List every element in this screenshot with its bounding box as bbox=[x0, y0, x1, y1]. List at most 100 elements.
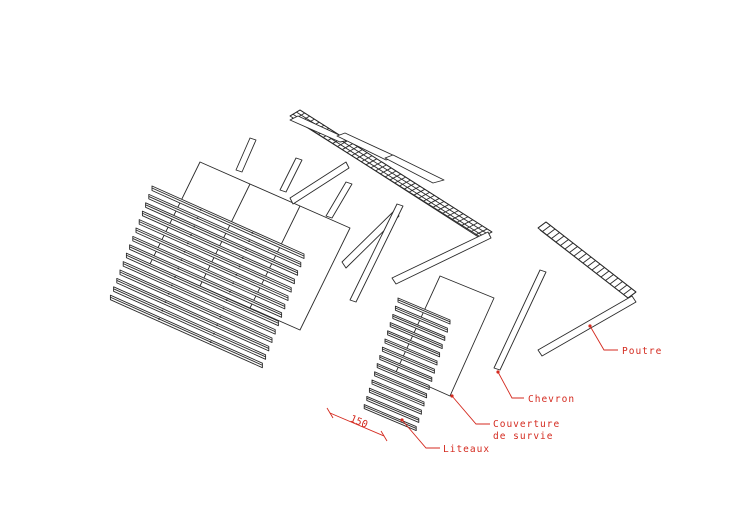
batten-screw bbox=[196, 217, 199, 220]
label-chevron: Chevron bbox=[528, 394, 575, 405]
center-slat bbox=[432, 201, 445, 208]
single-batten-edge bbox=[397, 299, 451, 323]
center-slat bbox=[451, 213, 464, 221]
batten-screw bbox=[186, 242, 189, 245]
right-truss bbox=[493, 221, 637, 371]
center-slat bbox=[370, 161, 382, 169]
batten-screw bbox=[225, 299, 228, 301]
single-batten-edge bbox=[364, 405, 417, 429]
center-slat bbox=[460, 219, 474, 227]
left-batten-edge bbox=[116, 280, 269, 349]
left-batten-edge bbox=[129, 246, 282, 316]
batten-screw bbox=[245, 248, 247, 251]
batten-screw bbox=[229, 290, 231, 293]
right-slat bbox=[614, 281, 623, 288]
right-slat bbox=[555, 235, 565, 243]
center-slat bbox=[375, 164, 387, 172]
single-batten-edge bbox=[384, 340, 438, 364]
single-batten-edge bbox=[395, 307, 448, 331]
single-batten-edge bbox=[366, 397, 419, 421]
center-slat bbox=[380, 167, 392, 175]
center-slat bbox=[394, 176, 406, 184]
batten-screw bbox=[199, 208, 202, 211]
right-slat bbox=[609, 277, 619, 285]
right-slat bbox=[569, 246, 578, 253]
right-slat bbox=[573, 249, 583, 257]
center-slat bbox=[346, 146, 358, 153]
single-batten-edge bbox=[377, 364, 430, 388]
center-slat bbox=[289, 109, 301, 117]
batten-screw bbox=[170, 284, 173, 287]
center-slat bbox=[475, 228, 488, 236]
left-batten-edge bbox=[113, 288, 266, 358]
center-slat bbox=[337, 140, 349, 147]
batten-screw bbox=[238, 265, 241, 268]
left-batten-edge bbox=[126, 254, 279, 324]
batten-screw bbox=[222, 307, 225, 310]
right-slat bbox=[591, 263, 601, 271]
right-slat bbox=[578, 253, 587, 260]
center-slat bbox=[418, 191, 430, 199]
batten-screw bbox=[235, 273, 238, 276]
left-batten-edge bbox=[142, 212, 295, 282]
batten-screw bbox=[213, 332, 215, 335]
right-slat bbox=[587, 260, 596, 267]
batten-screw bbox=[248, 240, 251, 243]
single-batten-edge bbox=[382, 348, 435, 372]
center-truss-frame bbox=[235, 109, 493, 303]
left-batten-edge bbox=[139, 221, 292, 291]
center-slat bbox=[389, 173, 402, 181]
center-slat bbox=[384, 170, 397, 178]
center-slat bbox=[427, 198, 440, 205]
single-batten-stack bbox=[363, 297, 451, 432]
center-slat bbox=[399, 179, 411, 187]
single-batten-edge bbox=[392, 315, 445, 339]
single-batten-edge bbox=[371, 381, 425, 405]
label-couverture: Couverture bbox=[493, 419, 560, 430]
center-slat bbox=[356, 152, 368, 160]
label-de-survie: de survie bbox=[493, 431, 553, 442]
batten-screw bbox=[183, 250, 186, 253]
batten-screw bbox=[164, 301, 167, 304]
single-batten-edge bbox=[390, 323, 443, 347]
right-slat-panel bbox=[537, 221, 637, 299]
label-liteaux: Liteaux bbox=[443, 444, 490, 455]
center-slat bbox=[365, 158, 378, 166]
batten-screw bbox=[216, 324, 219, 327]
center-slat bbox=[446, 210, 459, 218]
center-slat bbox=[437, 204, 450, 211]
batten-screw bbox=[232, 282, 235, 285]
center-slat bbox=[470, 225, 483, 233]
label-poutre: Poutre bbox=[622, 346, 662, 357]
right-slat bbox=[551, 232, 560, 239]
right-slat bbox=[560, 239, 569, 246]
batten-screw bbox=[193, 225, 196, 228]
center-slat bbox=[361, 155, 373, 163]
single-batten-edge bbox=[374, 373, 427, 397]
right-slat bbox=[537, 221, 547, 229]
center-slat bbox=[408, 185, 421, 193]
batten-screw bbox=[219, 315, 222, 318]
left-batten-stack bbox=[109, 185, 305, 369]
left-batten-edge bbox=[135, 229, 289, 299]
batten-screw bbox=[174, 276, 176, 278]
batten-screw bbox=[209, 341, 212, 343]
center-slat bbox=[465, 222, 478, 230]
right-slat bbox=[618, 284, 628, 292]
left-batten-edge bbox=[119, 271, 273, 341]
batten-screw bbox=[158, 318, 160, 320]
batten-screw bbox=[180, 259, 183, 262]
right-slat bbox=[542, 225, 551, 232]
center-slat bbox=[413, 188, 426, 196]
left-batten-edge bbox=[148, 196, 301, 265]
center-slat bbox=[342, 143, 354, 150]
right-slat bbox=[600, 270, 610, 278]
center-slat bbox=[403, 182, 416, 190]
right-slat bbox=[564, 242, 574, 250]
left-batten-edge bbox=[123, 263, 276, 333]
left-cover-sheets bbox=[149, 161, 351, 331]
right-slat bbox=[596, 267, 605, 274]
right-slat bbox=[605, 274, 614, 281]
left-batten-edge bbox=[110, 296, 263, 366]
right-slat bbox=[582, 256, 592, 264]
